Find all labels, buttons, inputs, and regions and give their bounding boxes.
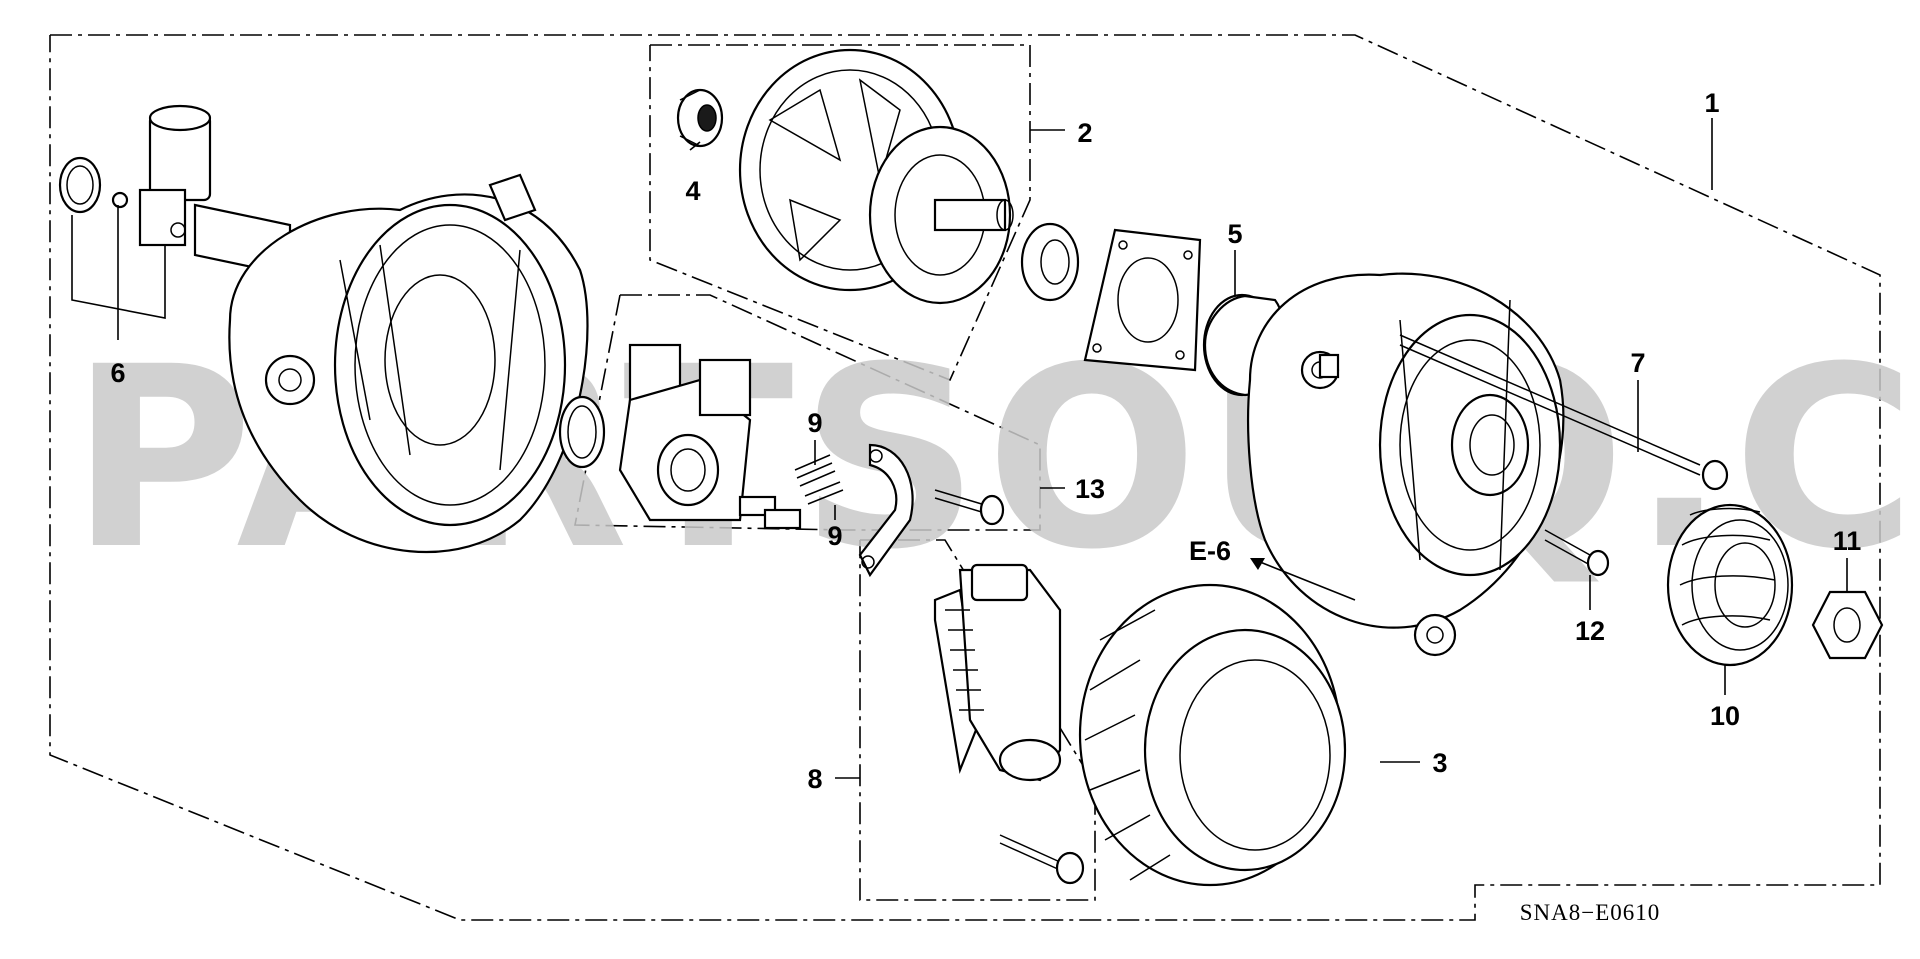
callout-6: 6 [110,358,125,388]
callout-7: 7 [1630,348,1645,378]
callout-1: 1 [1704,88,1719,118]
leader-lines [71,118,1848,779]
callout-9-upper: 9 [807,408,822,438]
part-2-rotor [738,48,1014,305]
callout-9-lower: 9 [827,521,842,551]
snap-ring [558,395,606,469]
assembly-boundary [49,34,1881,921]
callout-4: 4 [685,176,700,206]
part-13-brush-holder [618,343,752,522]
front-housing [1247,272,1565,657]
brush-holder-cover [858,443,914,578]
callout-3: 3 [1432,748,1447,778]
callout-12: 12 [1575,616,1605,646]
callout-2: 2 [1077,118,1092,148]
callout-5: 5 [1227,219,1242,249]
part-9-brush-springs [738,454,844,530]
part-12-bolt [1544,529,1610,577]
callout-10: 10 [1710,701,1740,731]
rear-housing [228,173,589,554]
bearing-retainer-plate [1083,228,1202,372]
rectifier-screw [999,834,1085,885]
reference-e6: E-6 [1189,536,1231,566]
part-3-stator [1078,583,1347,887]
rectifier-group-boundary [859,539,1096,901]
part-6-terminal [58,104,292,277]
e6-arrowhead [1250,558,1265,570]
callout-13: 13 [1075,474,1105,504]
diagram-code: SNA8−E0610 [1520,900,1661,925]
seal-ring [1020,222,1080,302]
part-4-bearing [676,88,724,148]
callout-11: 11 [1833,526,1862,556]
part-11-nut [1811,590,1884,660]
callout-8: 8 [807,764,822,794]
part-7-through-bolt [1399,334,1729,491]
brush-holder-screw [934,489,1005,526]
rotor-group-boundary [649,44,1031,382]
part-8-rectifier [933,563,1062,782]
part-10-pulley [1666,503,1794,667]
brush-holder-group-boundary [574,294,1041,531]
